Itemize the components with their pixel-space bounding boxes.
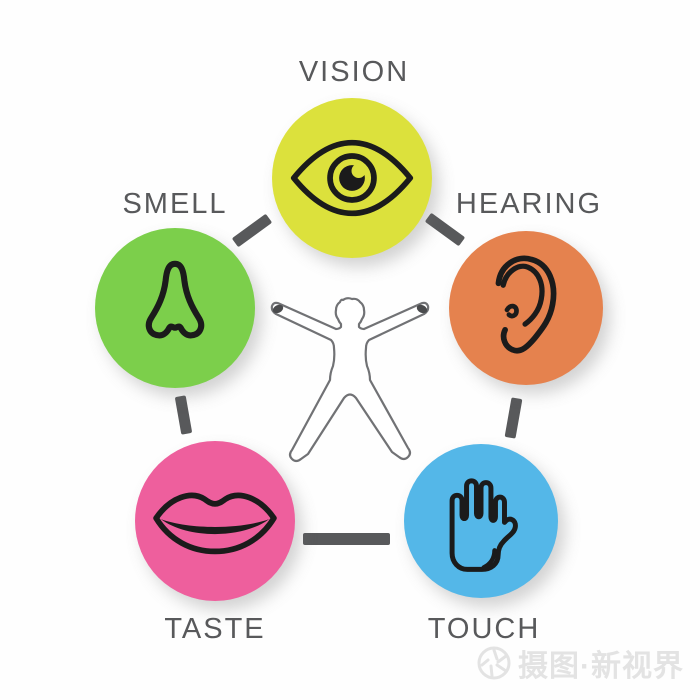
human-body-outline — [270, 297, 430, 463]
hearing-circle — [449, 231, 603, 385]
connector-smell-taste — [174, 395, 193, 435]
eye-icon — [290, 139, 414, 217]
ear-icon — [495, 255, 557, 354]
nose-icon — [145, 260, 205, 339]
connector-taste-touch — [303, 533, 390, 545]
connector-hearing-touch — [504, 397, 523, 439]
camera-aperture-icon — [477, 646, 511, 680]
hearing-label: HEARING — [455, 188, 603, 220]
smell-label: SMELL — [122, 188, 228, 220]
touch-circle — [404, 444, 558, 598]
pupil-highlight — [351, 163, 366, 178]
vision-circle — [272, 98, 432, 258]
smell-circle — [95, 228, 255, 388]
touch-label: TOUCH — [427, 613, 541, 645]
right-hand — [416, 304, 428, 314]
taste-label: TASTE — [164, 613, 266, 645]
vision-label: VISION — [298, 56, 410, 88]
hand-icon — [449, 477, 518, 572]
lips-icon — [153, 492, 277, 555]
left-hand — [272, 304, 284, 314]
watermark-text: 摄图·新视界 — [518, 650, 684, 683]
connector-smell-vision — [231, 213, 273, 248]
watermark: 摄图·新视界 — [476, 644, 684, 683]
taste-circle — [135, 441, 295, 601]
